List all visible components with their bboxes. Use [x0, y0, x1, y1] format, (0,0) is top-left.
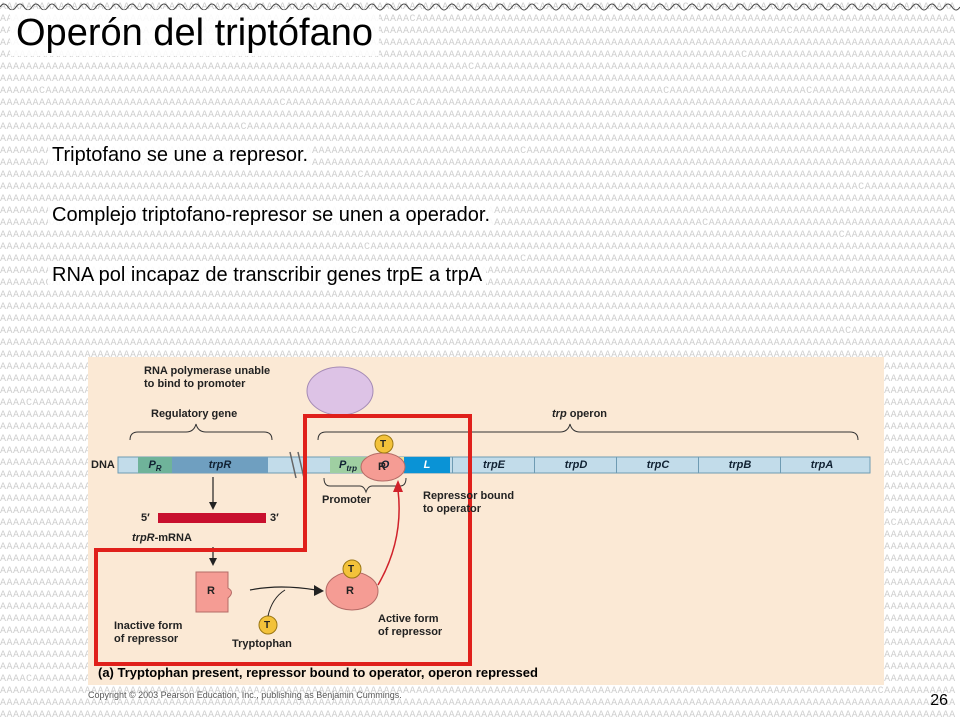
promoter-brace [323, 477, 407, 494]
bullet-2: Complejo triptofano-represor se unen a o… [48, 202, 495, 228]
ptrp-promoter-region [330, 457, 366, 473]
trpE-label: trpE [452, 457, 535, 473]
trpC-label: trpC [616, 457, 699, 473]
promoter-label: Promoter [322, 494, 371, 506]
operator-tryptophan-letter: T [380, 439, 387, 450]
bullet-1: Triptofano se une a represor. [48, 142, 313, 168]
trpR-gene-region [172, 457, 268, 473]
trpR-gene-label: trpR [208, 459, 232, 471]
rna-polymerase-shape [306, 366, 374, 416]
page-number: 26 [930, 692, 948, 709]
regulatory-gene-label: Regulatory gene [151, 408, 238, 420]
ptrp-label: Ptrp [338, 459, 357, 474]
repressor-bound-label: Repressor bound to operator [423, 490, 515, 515]
inactive-repressor-shape [195, 571, 232, 613]
operator-repressor-letter: R [378, 461, 386, 473]
tryptophan-label: Tryptophan [232, 638, 292, 650]
mrna-5prime: 5′ [141, 512, 150, 524]
bullet-3: RNA pol incapaz de transcribir genes trp… [48, 262, 487, 288]
active-repressor-label: Active form of repressor [378, 613, 443, 638]
figure-caption: (a) Tryptophan present, repressor bound … [98, 665, 538, 680]
trp-operon-label: trp operon [552, 408, 608, 420]
operator-label: O [380, 459, 390, 471]
free-tryptophan-letter: T [264, 620, 271, 631]
trpD-label: trpD [534, 457, 617, 473]
trpR-mrna-bar [158, 513, 266, 523]
wavy-border-decoration [0, 3, 960, 11]
highlight-outline [94, 414, 472, 666]
bound-tryptophan-shape [342, 559, 362, 579]
slide-title: Operón del triptófano [10, 10, 380, 56]
copyright-notice: Copyright © 2003 Pearson Education, Inc.… [88, 690, 402, 700]
mrna-3prime: 3′ [270, 512, 279, 524]
regulatory-gene-bracket [129, 423, 273, 441]
inactive-repressor-letter: R [207, 585, 215, 597]
trp-operon-bracket [317, 423, 859, 441]
leader-region [404, 457, 450, 473]
bound-tryptophan-letter: T [348, 564, 355, 575]
trpA-label: trpA [780, 457, 863, 473]
active-repressor-letter: R [346, 585, 354, 597]
rna-polymerase-label: RNA polymerase unable to bind to promote… [144, 365, 271, 390]
pr-promoter-region [138, 457, 172, 473]
pr-label: PR [148, 459, 162, 474]
leader-label: L [423, 459, 431, 471]
inactive-repressor-label: Inactive form of repressor [114, 620, 183, 645]
trpB-label: trpB [698, 457, 781, 473]
trpR-mrna-label: trpR-mRNA [132, 532, 192, 544]
dna-label: DNA [91, 459, 115, 471]
operator-tryptophan-shape [374, 434, 394, 454]
